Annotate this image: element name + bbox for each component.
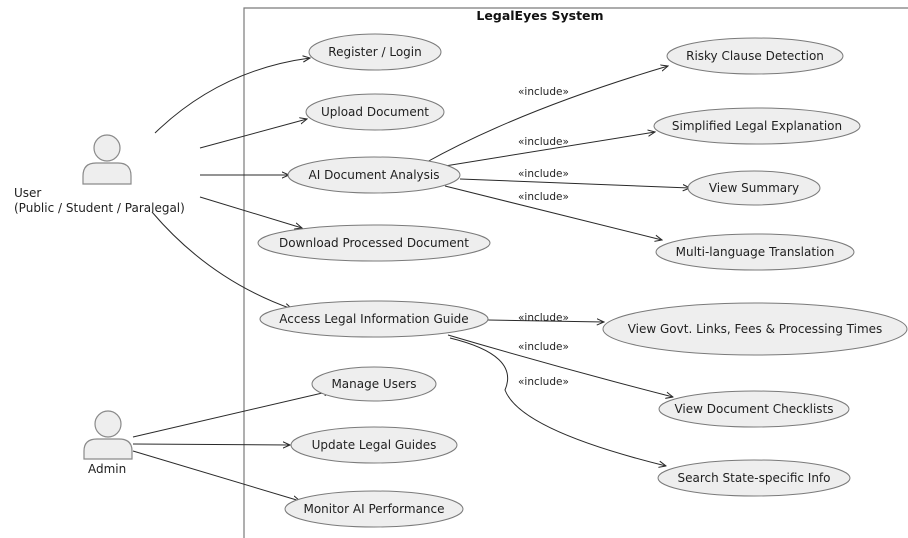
include-state [449, 337, 666, 466]
system-title: LegalEyes System [476, 8, 603, 23]
svg-text:Download Processed Document: Download Processed Document [279, 236, 469, 250]
svg-text:View Govt. Links, Fees & Proce: View Govt. Links, Fees & Processing Time… [628, 322, 883, 336]
include-risky [424, 66, 668, 164]
user-label: User (Public / Student / Paralegal) [14, 186, 185, 215]
svg-text:Monitor AI Performance: Monitor AI Performance [303, 502, 444, 516]
svg-text:Search State-specific Info: Search State-specific Info [678, 471, 831, 485]
svg-text:Access Legal Information Guide: Access Legal Information Guide [279, 312, 468, 326]
user-icon [82, 134, 132, 185]
assoc-admin-manage [132, 391, 331, 438]
use-case-register-login[interactable]: Register / Login [308, 33, 442, 71]
svg-text:Multi-language Translation: Multi-language Translation [676, 245, 835, 259]
include-label-checklists: «include» [518, 341, 569, 353]
include-label-risky: «include» [518, 86, 569, 98]
include-label-state: «include» [518, 376, 569, 388]
include-summary [459, 178, 690, 188]
use-case-upload-document[interactable]: Upload Document [305, 93, 445, 131]
assoc-user-guide [151, 211, 292, 309]
include-label-govt: «include» [518, 312, 569, 324]
use-case-access-legal-information-guide[interactable]: Access Legal Information Guide [259, 300, 489, 338]
associations [132, 58, 331, 501]
svg-text:Register / Login: Register / Login [328, 45, 421, 59]
svg-text:Simplified Legal Explanation: Simplified Legal Explanation [672, 119, 842, 133]
user-label-line-1: User [14, 186, 41, 200]
svg-text:Risky Clause Detection: Risky Clause Detection [686, 49, 824, 63]
user-label-line-2: (Public / Student / Paralegal) [14, 201, 185, 215]
svg-text:View Document Checklists: View Document Checklists [674, 402, 833, 416]
system-boundary: LegalEyes System [243, 7, 908, 538]
assoc-admin-update [132, 444, 290, 445]
actor-user: User (Public / Student / Paralegal) [14, 134, 185, 215]
svg-text:AI Document Analysis: AI Document Analysis [309, 168, 440, 182]
use-case-update-legal-guides[interactable]: Update Legal Guides [290, 426, 458, 464]
include-label-translation: «include» [518, 191, 569, 203]
include-label-simplified: «include» [518, 136, 569, 148]
include-govt [487, 320, 604, 322]
admin-icon [83, 410, 133, 460]
use-case-view-document-checklists[interactable]: View Document Checklists [658, 390, 850, 428]
use-case-search-state-specific-info[interactable]: Search State-specific Info [657, 459, 851, 497]
svg-text:Upload Document: Upload Document [321, 105, 429, 119]
include-label-summary: «include» [518, 168, 569, 180]
include-checklists [447, 334, 673, 397]
assoc-user-register [154, 58, 310, 134]
use-case-manage-users[interactable]: Manage Users [311, 366, 437, 402]
assoc-user-upload [199, 119, 307, 149]
use-case-ai-document-analysis[interactable]: AI Document Analysis [287, 156, 461, 194]
admin-label: Admin [88, 462, 126, 476]
include-relations: «include» «include» «include» «include» … [424, 66, 690, 466]
use-case-monitor-ai-performance[interactable]: Monitor AI Performance [284, 490, 464, 528]
assoc-admin-monitor [132, 450, 300, 501]
svg-text:Manage Users: Manage Users [331, 377, 416, 391]
use-case-view-govt-links[interactable]: View Govt. Links, Fees & Processing Time… [602, 302, 908, 356]
include-translation [444, 185, 662, 240]
svg-text:View Summary: View Summary [709, 181, 799, 195]
assoc-user-download [199, 196, 302, 228]
use-case-multi-language-translation[interactable]: Multi-language Translation [655, 233, 855, 271]
use-case-download-processed-document[interactable]: Download Processed Document [257, 224, 491, 262]
use-case-simplified-legal-explanation[interactable]: Simplified Legal Explanation [653, 107, 861, 145]
include-simplified [444, 132, 655, 167]
use-case-risky-clause-detection[interactable]: Risky Clause Detection [666, 37, 844, 75]
use-case-view-summary[interactable]: View Summary [687, 170, 821, 206]
actor-admin: Admin [83, 410, 133, 476]
svg-text:Update Legal Guides: Update Legal Guides [312, 438, 437, 452]
